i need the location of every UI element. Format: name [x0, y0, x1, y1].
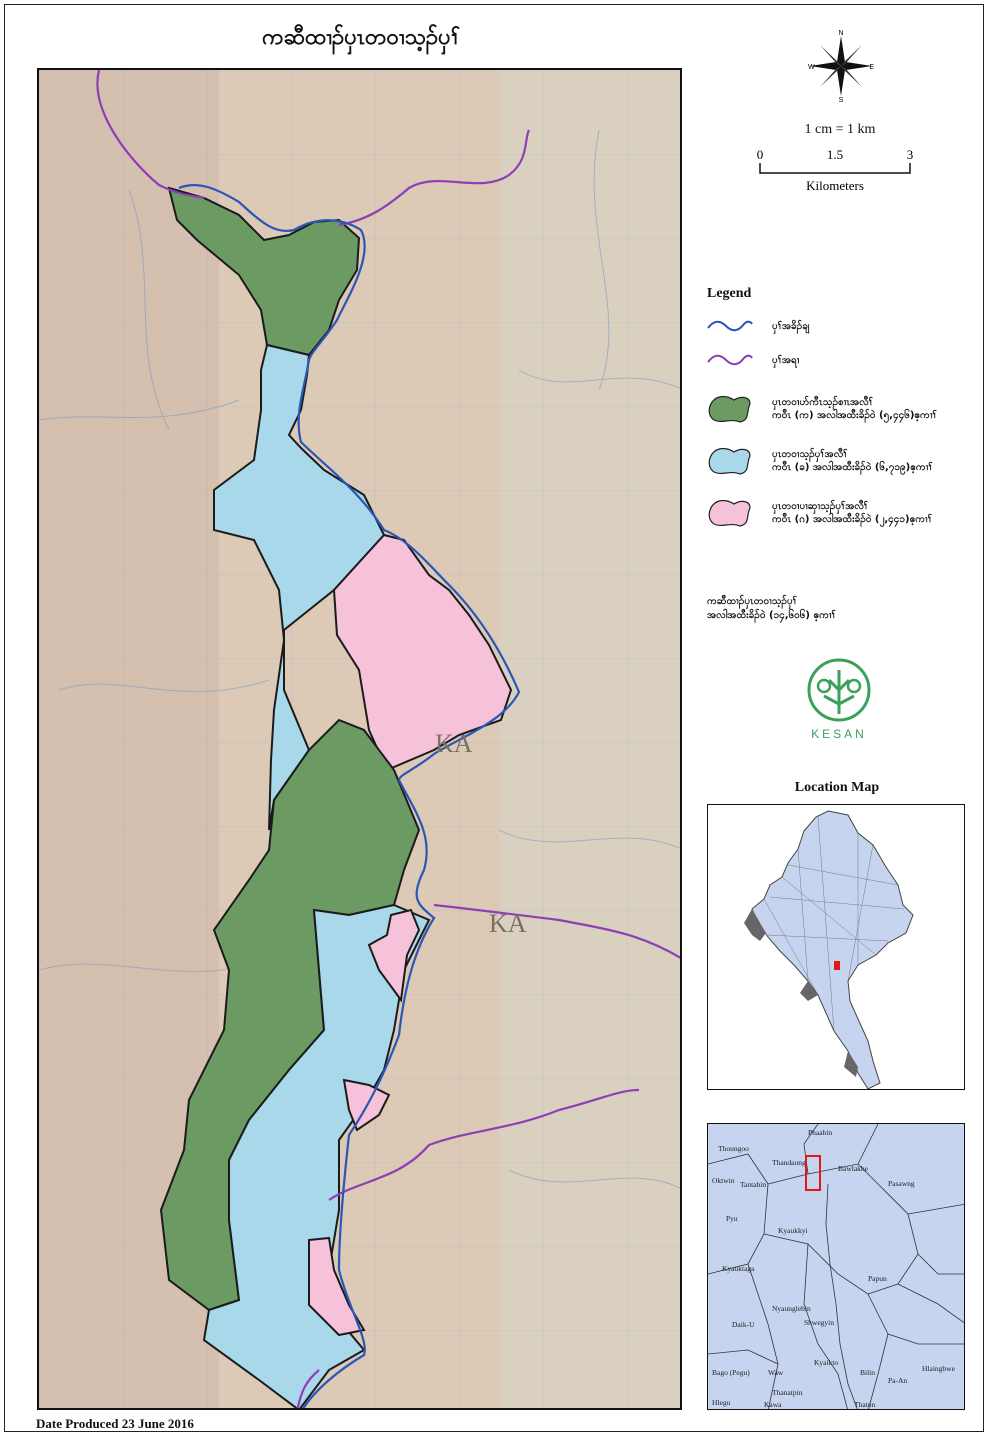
- town-label: Phaabin: [808, 1128, 833, 1137]
- boundary-lines: [96, 70, 680, 1408]
- town-label: Pasawng: [888, 1179, 915, 1188]
- svg-text:KESAN: KESAN: [811, 727, 867, 741]
- town-label: Thaton: [854, 1400, 876, 1409]
- town-label: Papun: [868, 1274, 887, 1283]
- svg-text:N: N: [838, 30, 843, 37]
- town-label: Thandaung: [772, 1158, 806, 1167]
- town-label: Thanatpin: [772, 1388, 803, 1397]
- main-map[interactable]: KA KA: [37, 68, 682, 1410]
- scale-unit: Kilometers: [806, 178, 864, 193]
- legend-label-zone-c: ပှၤတဝၢပၢဆှၢသ့ၣ်ပှၢ်အလီၢ် ကဝီၤ (ဂ) အလါအထီ…: [772, 501, 932, 525]
- town-label: Bawlakhe: [838, 1164, 868, 1173]
- town-label: Pyu: [726, 1214, 738, 1223]
- scale-tick-2: 3: [907, 147, 914, 162]
- town-label: Kyaukkyi: [778, 1226, 808, 1235]
- location-map-country[interactable]: [707, 804, 965, 1090]
- legend-item-zone-a: ပှၤတဝၢဟ်ကီၤသ့ၣ်စၢၤအလီၢ် ကဝီၤ (က) အလါအထီး…: [706, 392, 986, 426]
- town-label: Hlaingbwe: [922, 1364, 955, 1373]
- legend-item-zone-b: ပှၤတဝၢသ့ၣ်ပှၢ်အလီၢ် ကဝီၤ (ခ) အလါအထီးခိၣ်…: [706, 444, 986, 478]
- legend-label-zone-a: ပှၤတဝၢဟ်ကီၤသ့ၣ်စၢၤအလီၢ် ကဝီၤ (က) အလါအထီး…: [772, 397, 937, 421]
- town-label: Hlegu: [712, 1398, 731, 1407]
- legend-label-river: ပှၢ်အခိၣ်ချ: [772, 320, 810, 332]
- legend-label-boundary: ပှၢ်အရၢ: [772, 354, 800, 366]
- location-map-title: Location Map: [794, 780, 880, 795]
- detail-highlight: [805, 1155, 821, 1191]
- town-label: Thoungoo: [718, 1144, 749, 1153]
- kesan-logo-icon: KESAN: [796, 656, 882, 742]
- country-outline-svg: [744, 810, 914, 1089]
- zone-c-swatch-icon: [708, 499, 751, 527]
- river-line: [178, 184, 521, 1408]
- scale-bar: 0 1.5 3 Kilometers: [750, 145, 930, 195]
- scale-tick-0: 0: [757, 147, 764, 162]
- map-title: ကဆီထၢၣ်ပှၤတဝၢသ့ၣ်ပှၢ်: [262, 25, 460, 50]
- map-label-ka-2: KA: [489, 909, 527, 938]
- town-label: Daik-U: [732, 1320, 755, 1329]
- boundary-line-icon: [707, 354, 753, 366]
- zone-a-swatch-icon: [708, 395, 751, 423]
- svg-text:S: S: [839, 97, 844, 102]
- town-label: Shwegyin: [804, 1318, 834, 1327]
- detail-regions-svg: [708, 1124, 964, 1409]
- town-label: Tantabin: [740, 1180, 767, 1189]
- zone-c-south-1[interactable]: [367, 908, 421, 1003]
- town-label: Pa-An: [888, 1376, 908, 1385]
- scale-tick-1: 1.5: [827, 147, 843, 162]
- river-line-icon: [707, 320, 753, 332]
- town-label: Kyaikto: [814, 1358, 839, 1367]
- total-area: ကဆီထၢၣ်ပှၤတဝၢသ့ၣ်ပှၢ် အလါအထီးခိၣ်ဝဲ (၁၄,…: [707, 596, 836, 621]
- north-arrow-icon: N S E W: [806, 30, 876, 104]
- date-produced: Date Produced 23 June 2016: [36, 1416, 194, 1431]
- zone-b-swatch-icon: [708, 447, 751, 475]
- legend-label-zone-b: ပှၤတဝၢသ့ၣ်ပှၢ်အလီၢ် ကဝီၤ (ခ) အလါအထီးခိၣ်…: [772, 449, 933, 473]
- legend-title: Legend: [707, 286, 752, 301]
- town-label: Kawa: [764, 1400, 782, 1409]
- zone-a-north[interactable]: [167, 186, 361, 357]
- svg-text:W: W: [808, 64, 815, 71]
- town-label: Bago (Pegu): [712, 1368, 750, 1377]
- town-label: Nyaunglebin: [772, 1304, 811, 1313]
- location-map-detail[interactable]: Phaabin Thoungoo Bawlakhe Thandaung Pasa…: [707, 1123, 965, 1410]
- map-label-ka-1: KA: [435, 729, 473, 758]
- legend-item-boundary: ပှၢ်အရၢ: [706, 352, 986, 368]
- town-label: Waw: [768, 1368, 784, 1377]
- svg-text:E: E: [869, 64, 874, 71]
- location-highlight: [834, 961, 840, 970]
- scale-ratio: 1 cm = 1 km: [804, 122, 876, 137]
- town-label: Kyauktaga: [722, 1264, 755, 1273]
- legend-item-zone-c: ပှၤတဝၢပၢဆှၢသ့ၣ်ပှၢ်အလီၢ် ကဝီၤ (ဂ) အလါအထီ…: [706, 496, 986, 530]
- map-frame: [4, 4, 984, 1432]
- legend-item-river: ပှၢ်အခိၣ်ချ: [706, 318, 986, 334]
- town-label: Bilin: [860, 1368, 876, 1377]
- main-map-svg: KA KA: [39, 70, 680, 1408]
- town-label: Oktwin: [712, 1176, 735, 1185]
